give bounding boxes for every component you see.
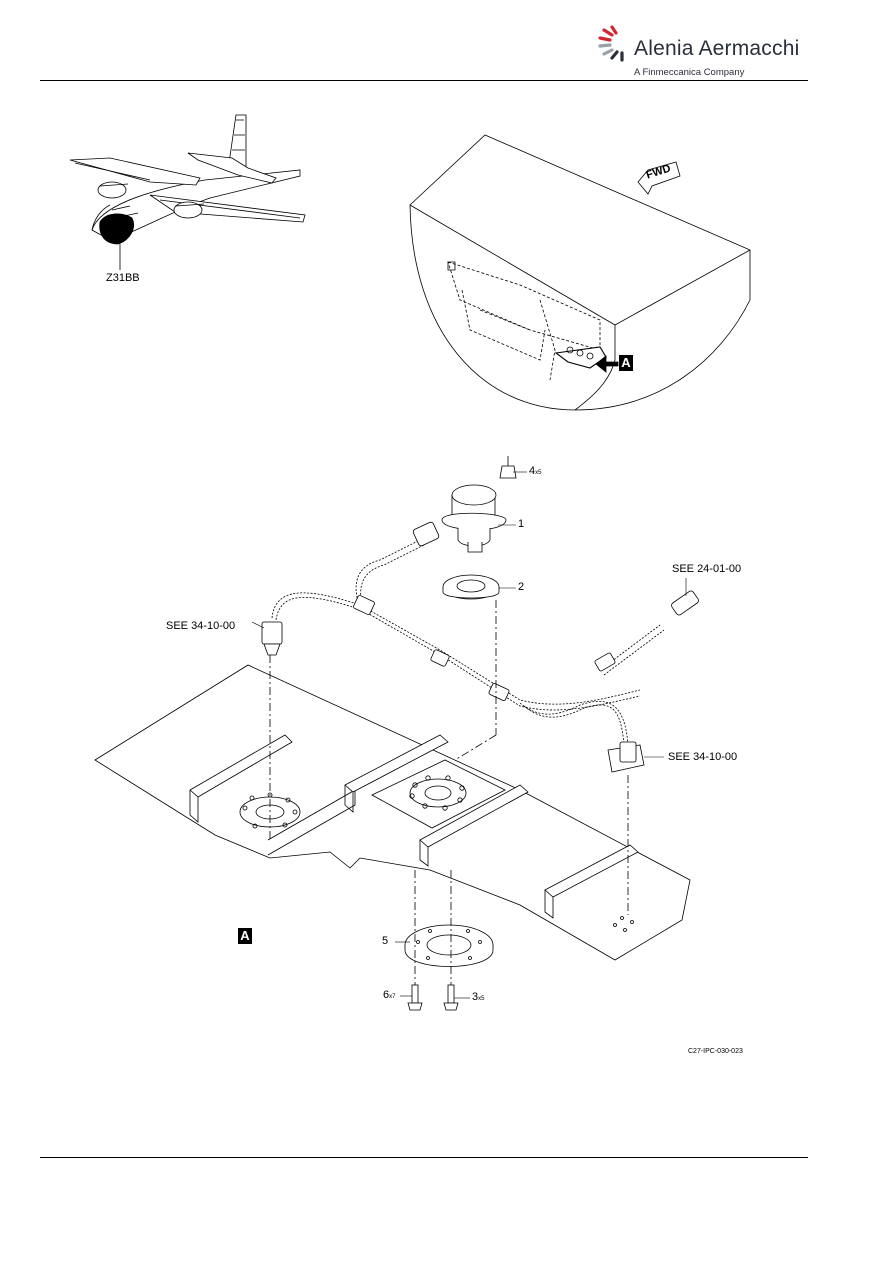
gasket-item-2 [442, 574, 500, 600]
screws-items-3-6 [407, 984, 459, 1011]
callout-item-3: 3x5 [472, 991, 484, 1003]
callout-item-4-qty: x5 [535, 470, 542, 476]
logo-mark-icon [598, 25, 624, 62]
mounting-structure [94, 664, 691, 961]
zone-label: Z31BB [106, 272, 140, 284]
plate-item-5 [404, 924, 494, 967]
callout-item-6: 6x7 [383, 989, 395, 1001]
callout-see-34-10-00-left: SEE 34-10-00 [166, 620, 236, 632]
sensor-item-1 [441, 484, 507, 553]
nut-item-4 [499, 456, 517, 479]
callout-item-3-qty: x5 [478, 996, 485, 1002]
company-tagline: A Finmeccanica Company [634, 67, 745, 78]
fuselage-section [409, 134, 751, 411]
connectors [261, 521, 699, 773]
figure-code: C27-IPC-030-023 [688, 1048, 743, 1055]
view-tag-locator: A [619, 355, 633, 371]
callout-item-6-number: 6 [383, 989, 390, 1001]
callout-item-5: 5 [382, 935, 389, 947]
header-rule [40, 80, 808, 81]
center-lines [269, 600, 629, 985]
callout-see-34-10-00-right: SEE 34-10-00 [668, 751, 738, 763]
footer-rule [40, 1157, 808, 1158]
leader-lines [251, 471, 687, 999]
callout-item-1: 1 [518, 518, 525, 530]
company-name: Alenia Aermacchi [634, 37, 800, 60]
callout-item-4: 4x5 [529, 465, 541, 477]
aircraft-locator [69, 114, 306, 270]
view-tag-detail: A [238, 928, 252, 944]
callout-item-2: 2 [518, 581, 525, 593]
callout-item-3-number: 3 [472, 991, 479, 1003]
callout-item-4-number: 4 [529, 465, 536, 477]
callout-item-6-qty: x7 [389, 994, 396, 1000]
callout-see-24-01-00: SEE 24-01-00 [672, 563, 742, 575]
